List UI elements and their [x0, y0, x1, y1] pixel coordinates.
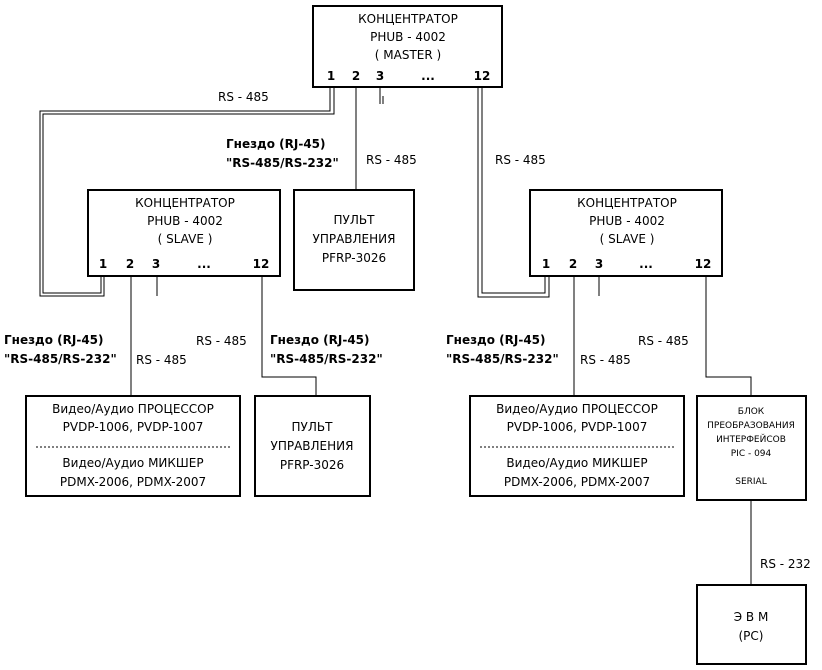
- slave-right-box: [529, 189, 723, 277]
- cable-master12-slaveR1-inner: [481, 87, 546, 294]
- slave-right-role: ( SLAVE ): [600, 232, 655, 246]
- proc-right-l3: Видео/Аудио МИКШЕР: [506, 456, 647, 470]
- slave-left-port-dots: ...: [197, 257, 211, 271]
- pc-box: [696, 584, 807, 665]
- proc-right-l1: Видео/Аудио ПРОЦЕССОР: [496, 402, 658, 416]
- proc-left-l1: Видео/Аудио ПРОЦЕССОР: [52, 402, 214, 416]
- pc-l1: Э В М: [734, 610, 769, 624]
- slave-right-port-2: 2: [569, 257, 577, 271]
- converter-l5: SERIAL: [735, 477, 766, 487]
- slave-left-role: ( SLAVE ): [158, 232, 213, 246]
- master-port-3: 3: [376, 69, 384, 83]
- proc-left: Видео/Аудио ПРОЦЕССОР PVDP-1006, PVDP-10…: [52, 402, 214, 489]
- master-title: КОНЦЕНТРАТОР: [358, 12, 458, 26]
- slave-left-hub: КОНЦЕНТРАТОР PHUB - 4002 ( SLAVE ) 1 2 3…: [99, 196, 270, 271]
- label-rs485-left-2: RS - 485: [136, 353, 187, 367]
- slave-left-model: PHUB - 4002: [147, 214, 223, 228]
- label-rs485-right-12: RS - 485: [638, 334, 689, 348]
- converter-l3: ИНТЕРФЕЙСОВ: [716, 433, 786, 445]
- connection-lines: [39, 87, 752, 585]
- slave-right-hub: КОНЦЕНТРАТОР PHUB - 4002 ( SLAVE ) 1 2 3…: [542, 196, 712, 271]
- cable-master1-slaveL1: [39, 87, 331, 297]
- master-port-2: 2: [352, 69, 360, 83]
- master-model: PHUB - 4002: [370, 30, 446, 44]
- pult-top-l3: PFRP-3026: [322, 251, 386, 265]
- slave-left-title: КОНЦЕНТРАТОР: [135, 196, 235, 210]
- label-jack-right-a: Гнездо (RJ-45): [446, 333, 546, 347]
- label-jack-leftpult-b: "RS-485/RS-232": [270, 352, 383, 366]
- device-boxes: [25, 5, 807, 665]
- master-role: ( MASTER ): [375, 48, 441, 62]
- pc: Э В М (PC): [734, 610, 769, 643]
- label-rs485-right-2: RS - 485: [580, 353, 631, 367]
- label-jack-top-b: "RS-485/RS-232": [226, 156, 339, 170]
- pult-left-box: [254, 395, 371, 497]
- master-port-dots: ...: [421, 69, 435, 83]
- label-rs485-top-left: RS - 485: [218, 90, 269, 104]
- slave-right-port-dots: ...: [639, 257, 653, 271]
- slave-right-port-1: 1: [542, 257, 550, 271]
- slave-left-port-12: 12: [253, 257, 270, 271]
- slave-right-title: КОНЦЕНТРАТОР: [577, 196, 677, 210]
- proc-right-box: [469, 395, 685, 497]
- cable-labels: RS - 485 Гнездо (RJ-45) "RS-485/RS-232" …: [4, 90, 811, 571]
- converter-l4: PIC - 094: [731, 449, 772, 459]
- pult-left-l3: PFRP-3026: [280, 458, 344, 472]
- converter: БЛОК ПРЕОБРАЗОВАНИЯ ИНТЕРФЕЙСОВ PIC - 09…: [707, 407, 795, 487]
- proc-left-l4: PDMX-2006, PDMX-2007: [60, 475, 206, 489]
- pult-left-l2: УПРАВЛЕНИЯ: [271, 439, 354, 453]
- slave-left-port-1: 1: [99, 257, 107, 271]
- cable-slaveR12-conv: [705, 276, 752, 395]
- converter-box: [696, 395, 807, 501]
- label-jack-left-b: "RS-485/RS-232": [4, 352, 117, 366]
- cable-master1-slaveL1-inner: [42, 87, 335, 294]
- label-jack-left-a: Гнездо (RJ-45): [4, 333, 104, 347]
- proc-right-l2: PVDP-1006, PVDP-1007: [507, 420, 648, 434]
- slave-right-port-3: 3: [595, 257, 603, 271]
- pult-top-l2: УПРАВЛЕНИЯ: [313, 232, 396, 246]
- label-jack-top-a: Гнездо (RJ-45): [226, 137, 326, 151]
- label-rs485-left-12: RS - 485: [196, 334, 247, 348]
- master-port-12: 12: [474, 69, 491, 83]
- slave-right-model: PHUB - 4002: [589, 214, 665, 228]
- pult-top-box: [293, 189, 415, 291]
- pult-top: ПУЛЬТ УПРАВЛЕНИЯ PFRP-3026: [313, 213, 396, 265]
- proc-left-l2: PVDP-1006, PVDP-1007: [63, 420, 204, 434]
- label-rs232: RS - 232: [760, 557, 811, 571]
- converter-l1: БЛОК: [738, 407, 765, 417]
- master-port-1: 1: [327, 69, 335, 83]
- label-jack-leftpult-a: Гнездо (RJ-45): [270, 333, 370, 347]
- slave-right-port-12: 12: [695, 257, 712, 271]
- cable-slaveL12-pultL: [261, 276, 317, 395]
- slave-left-port-2: 2: [126, 257, 134, 271]
- proc-right: Видео/Аудио ПРОЦЕССОР PVDP-1006, PVDP-10…: [496, 402, 658, 489]
- label-rs485-top-right: RS - 485: [495, 153, 546, 167]
- slave-left-box: [87, 189, 281, 277]
- proc-left-box: [25, 395, 241, 497]
- pc-l2: (PC): [739, 629, 764, 643]
- master-hub-box: [312, 5, 503, 88]
- converter-l2: ПРЕОБРАЗОВАНИЯ: [707, 421, 795, 431]
- master-hub: КОНЦЕНТРАТОР PHUB - 4002 ( MASTER ) 1 2 …: [327, 12, 491, 83]
- cable-master12-slaveR1: [477, 87, 550, 298]
- pult-left: ПУЛЬТ УПРАВЛЕНИЯ PFRP-3026: [271, 420, 354, 472]
- proc-left-l3: Видео/Аудио МИКШЕР: [62, 456, 203, 470]
- pult-top-l1: ПУЛЬТ: [334, 213, 376, 227]
- slave-left-port-3: 3: [152, 257, 160, 271]
- pult-left-l1: ПУЛЬТ: [292, 420, 334, 434]
- label-jack-right-b: "RS-485/RS-232": [446, 352, 559, 366]
- proc-right-l4: PDMX-2006, PDMX-2007: [504, 475, 650, 489]
- label-rs485-top-mid: RS - 485: [366, 153, 417, 167]
